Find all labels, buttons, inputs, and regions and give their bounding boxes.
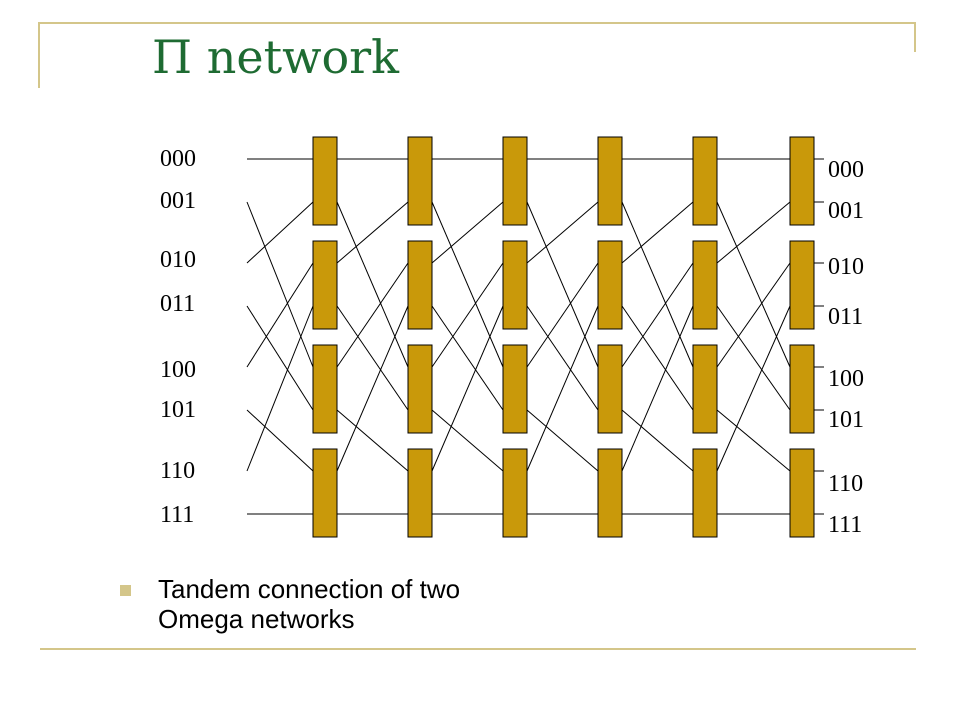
- input-wire-4: [246, 201, 314, 368]
- stage-4-wire-4: [621, 201, 694, 368]
- input-wire-3: [246, 305, 314, 472]
- switch-box: [597, 136, 623, 226]
- input-label-111: 111: [160, 502, 195, 528]
- stage-3-wire-3: [526, 305, 599, 472]
- frame-right-rule: [914, 22, 916, 52]
- switch-box: [692, 136, 718, 226]
- output-label-110: 110: [828, 471, 864, 497]
- switch-box: [502, 136, 528, 226]
- input-label-001: 001: [160, 188, 196, 214]
- stage-1-wire-4: [336, 201, 409, 368]
- stage-4-wire-3: [621, 305, 694, 472]
- switch-box: [407, 240, 433, 330]
- caption-line-2: Omega networks: [158, 604, 355, 634]
- output-label-101: 101: [828, 407, 864, 433]
- switch-box: [692, 344, 718, 434]
- switch-box: [597, 240, 623, 330]
- input-label-110: 110: [160, 458, 196, 484]
- switch-box: [407, 344, 433, 434]
- input-label-010: 010: [160, 247, 196, 273]
- stage-4-wire-1: [621, 201, 694, 264]
- stage-2-wire-5: [431, 305, 504, 411]
- output-label-010: 010: [828, 254, 864, 280]
- output-label-001: 001: [828, 198, 864, 224]
- switch-box: [312, 240, 338, 330]
- input-wire-2: [246, 262, 314, 368]
- caption-line-1: Tandem connection of two: [158, 574, 461, 604]
- switch-box: [597, 448, 623, 538]
- output-label-111: 111: [828, 512, 863, 538]
- switch-box: [312, 448, 338, 538]
- switch-box: [597, 344, 623, 434]
- switch-box: [312, 344, 338, 434]
- stage-5-wire-3: [716, 305, 791, 472]
- stage-2-wire-4: [431, 201, 504, 368]
- stage-4-wire-6: [621, 409, 694, 472]
- switch-box: [407, 448, 433, 538]
- stage-1-wire-2: [336, 262, 409, 368]
- switch-box: [789, 240, 815, 330]
- switch-box: [502, 448, 528, 538]
- switch-box: [312, 136, 338, 226]
- stage-3-wire-4: [526, 201, 599, 368]
- output-label-000: 000: [828, 157, 864, 183]
- stage-3-wire-1: [526, 201, 599, 264]
- frame-top-rule: [40, 22, 916, 24]
- switch-box: [789, 344, 815, 434]
- stage-3-wire-5: [526, 305, 599, 411]
- input-label-101: 101: [160, 397, 196, 423]
- input-wire-6: [246, 409, 314, 472]
- switch-box: [502, 344, 528, 434]
- stage-1-wire-6: [336, 409, 409, 472]
- input-label-011: 011: [160, 291, 196, 317]
- stage-2-wire-1: [431, 201, 504, 264]
- stage-1-wire-3: [336, 305, 409, 472]
- switch-box: [692, 240, 718, 330]
- output-label-100: 100: [828, 366, 864, 392]
- output-label-011: 011: [828, 304, 864, 330]
- stage-5-wire-6: [716, 409, 791, 472]
- slide-title: Π network: [152, 30, 400, 84]
- switch-box: [789, 448, 815, 538]
- stage-2-wire-6: [431, 409, 504, 472]
- frame-left-rule: [38, 22, 40, 88]
- stage-4-wire-5: [621, 305, 694, 411]
- stage-2-wire-3: [431, 305, 504, 472]
- switch-box: [407, 136, 433, 226]
- input-label-100: 100: [160, 357, 196, 383]
- switch-box: [789, 136, 815, 226]
- stage-5-wire-2: [716, 262, 791, 368]
- input-label-000: 000: [160, 146, 196, 172]
- stage-3-wire-6: [526, 409, 599, 472]
- stage-1-wire-5: [336, 305, 409, 411]
- switch-box: [502, 240, 528, 330]
- input-wire-1: [246, 201, 314, 264]
- input-wire-5: [246, 305, 314, 411]
- stage-4-wire-2: [621, 262, 694, 368]
- stage-5-wire-4: [716, 201, 791, 368]
- caption-text: Tandem connection of two Omega networks: [158, 574, 578, 634]
- bullet-square-icon: [120, 585, 131, 596]
- stage-1-wire-1: [336, 201, 409, 264]
- stage-2-wire-2: [431, 262, 504, 368]
- stage-3-wire-2: [526, 262, 599, 368]
- frame-bottom-rule: [40, 648, 916, 650]
- stage-5-wire-5: [716, 305, 791, 411]
- stage-5-wire-1: [716, 201, 791, 264]
- switch-box: [692, 448, 718, 538]
